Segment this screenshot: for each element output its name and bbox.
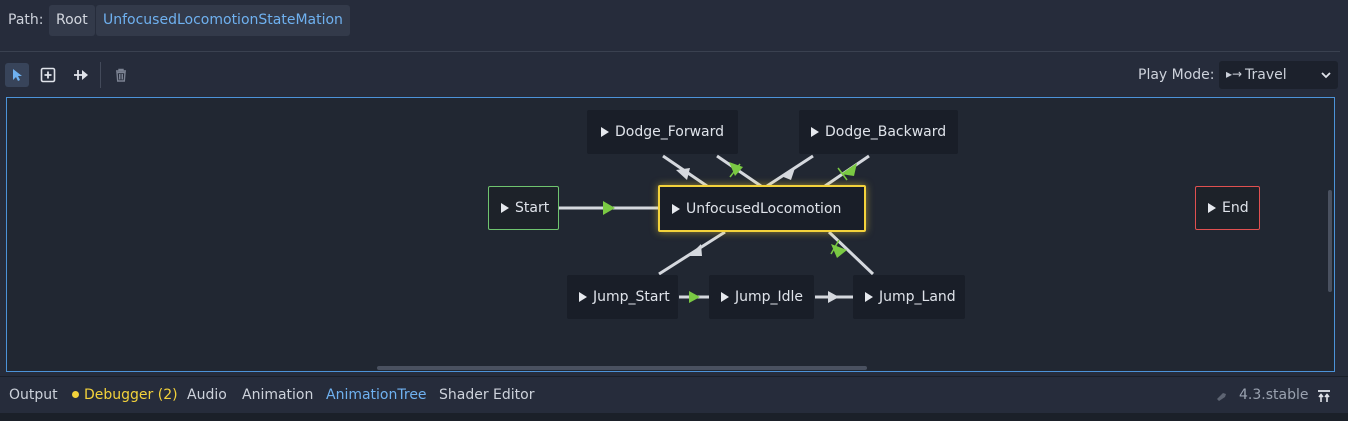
tab-debugger-label: Debugger (2) (84, 387, 178, 403)
transition-unfocused-jumpland[interactable] (827, 230, 875, 276)
play-mode-value: Travel (1245, 67, 1287, 83)
chevron-down-icon (1321, 72, 1331, 79)
node-jump-start[interactable]: Jump_Start (567, 275, 678, 319)
node-start[interactable]: Start (488, 186, 559, 230)
tab-debugger[interactable]: Debugger (2) (72, 387, 178, 403)
travel-icon: ▸→ (1226, 67, 1243, 81)
node-dodge-backward[interactable]: Dodge_Backward (799, 110, 959, 154)
tab-animation[interactable]: Animation (242, 387, 314, 403)
transition-arrow (676, 168, 690, 180)
tab-animation-tree[interactable]: AnimationTree (326, 387, 427, 403)
auto-transition-arrow (841, 163, 857, 176)
tab-audio[interactable]: Audio (187, 387, 227, 403)
transition-mark (837, 167, 848, 181)
node-end[interactable]: End (1195, 186, 1260, 230)
warning-dot-icon (72, 391, 79, 398)
version-label: 4.3.stable (1239, 387, 1309, 403)
status-strip (0, 413, 1348, 421)
path-label: Path: (8, 12, 44, 28)
state-machine-graph[interactable]: Dodge_Forward Dodge_Backward Start Unfoc… (6, 97, 1335, 372)
select-tool-button[interactable] (5, 63, 29, 87)
trash-icon (116, 68, 126, 82)
play-icon[interactable] (721, 292, 729, 302)
delete-tool-button[interactable] (109, 63, 133, 87)
transition-mark (830, 239, 840, 255)
bottom-panel-tabs: Output Debugger (2) Audio Animation Anim… (0, 376, 1348, 413)
play-mode-label: Play Mode: (1138, 67, 1215, 83)
tab-output[interactable]: Output (9, 387, 58, 403)
node-jump-idle[interactable]: Jump_Idle (709, 275, 814, 319)
add-node-icon (40, 67, 56, 83)
pointer-icon (13, 69, 22, 81)
play-mode-select[interactable]: ▸→ Travel (1219, 61, 1338, 89)
tab-shader-editor[interactable]: Shader Editor (439, 387, 535, 403)
node-label: Jump_Idle (735, 289, 804, 305)
breadcrumb-state-machine[interactable]: UnfocusedLocomotionStateMation (96, 5, 350, 36)
node-label: Dodge_Forward (615, 124, 725, 140)
transition-arrow (781, 168, 795, 180)
play-icon[interactable] (672, 203, 680, 214)
horizontal-scrollbar[interactable] (377, 366, 867, 370)
vertical-scrollbar[interactable] (1328, 190, 1332, 292)
play-icon[interactable] (501, 203, 509, 213)
add-node-tool-button[interactable] (36, 63, 60, 87)
play-icon[interactable] (811, 127, 819, 137)
node-jump-land[interactable]: Jump_Land (853, 275, 965, 319)
node-label: UnfocusedLocomotion (686, 200, 842, 217)
node-label: Start (515, 200, 550, 216)
transition-arrow (828, 291, 839, 303)
play-icon[interactable] (865, 292, 873, 302)
connect-icon (74, 70, 88, 80)
path-bar: Path: Root UnfocusedLocomotionStateMatio… (0, 0, 1340, 52)
play-icon[interactable] (601, 127, 609, 137)
transition-mark (729, 163, 741, 178)
node-unfocused-locomotion[interactable]: UnfocusedLocomotion (658, 185, 866, 232)
update-spinner-icon[interactable] (1214, 389, 1228, 403)
node-label: End (1222, 200, 1249, 216)
node-label: Jump_Start (593, 289, 670, 305)
play-icon[interactable] (1208, 203, 1216, 213)
node-label: Jump_Land (879, 289, 956, 305)
play-icon[interactable] (579, 292, 587, 302)
toolbar-separator (100, 62, 101, 88)
expand-panel-icon[interactable] (1317, 389, 1331, 403)
breadcrumb-root[interactable]: Root (49, 5, 95, 36)
state-machine-toolbar: Play Mode: ▸→ Travel (0, 60, 1340, 90)
transition-arrow (689, 244, 702, 256)
node-dodge-forward[interactable]: Dodge_Forward (587, 110, 739, 154)
connect-tool-button[interactable] (69, 63, 93, 87)
auto-transition-arrow (689, 291, 700, 303)
auto-transition-arrow (603, 201, 615, 215)
transition-links (559, 154, 875, 303)
node-label: Dodge_Backward (825, 124, 947, 140)
